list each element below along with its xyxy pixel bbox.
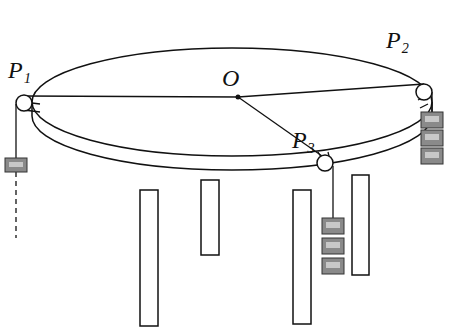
table-leg: [352, 175, 369, 275]
string: [24, 96, 238, 97]
pulley: [317, 155, 333, 171]
weight-block: [421, 148, 443, 164]
pulley-label: P₂: [386, 28, 409, 52]
weight-block: [5, 158, 27, 172]
pulley-label: P₃: [292, 128, 315, 152]
weight-block: [322, 238, 344, 254]
string: [238, 84, 424, 97]
weight-block: [322, 218, 344, 234]
table-top: [32, 48, 432, 156]
center-point: [236, 95, 241, 100]
dashed-string: [15, 172, 16, 238]
pulley: [16, 95, 32, 111]
string: [332, 166, 333, 218]
string: [238, 97, 322, 156]
table-leg: [293, 190, 311, 324]
pulley: [416, 84, 432, 100]
weight-block: [322, 258, 344, 274]
table-leg: [140, 190, 158, 326]
string: [15, 104, 16, 158]
weight-block: [421, 112, 443, 128]
pulley-label: P₁: [8, 58, 31, 82]
table-leg: [201, 180, 219, 255]
point-label: O: [222, 66, 239, 90]
weight-block: [421, 130, 443, 146]
